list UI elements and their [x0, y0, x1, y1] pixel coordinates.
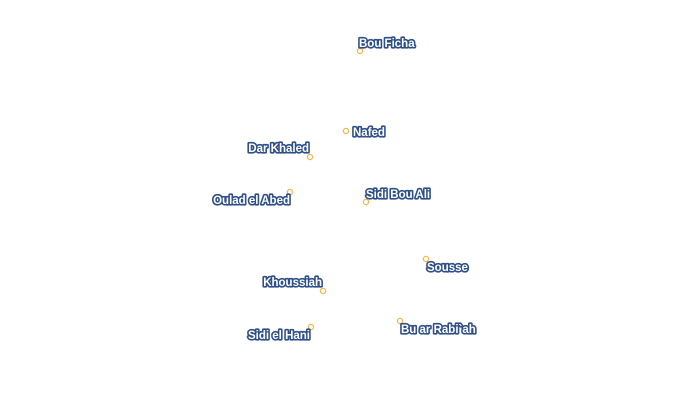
place-dot — [396, 317, 404, 325]
place-marker-sousse[interactable]: Sousse — [422, 255, 470, 276]
place-label-bu-ar-rabiah: Bu ar Rabi`ah — [401, 324, 476, 336]
place-marker-bou-ficha[interactable]: Bou Ficha — [356, 36, 417, 55]
place-marker-dar-khaled[interactable]: Dar Khaled — [247, 141, 314, 161]
place-marker-sidi-bou-ali[interactable]: Sidi Bou Ali — [362, 187, 432, 206]
place-dot — [319, 287, 327, 295]
place-dot — [362, 198, 370, 206]
place-marker-khoussiah[interactable]: Khoussiah — [262, 275, 327, 295]
place-dot — [306, 153, 314, 161]
place-label-oulad-el-abed: Oulad el Abed — [213, 195, 290, 207]
place-dot — [342, 127, 350, 135]
place-label-sidi-el-hani: Sidi el Hani — [248, 330, 310, 342]
place-dot — [356, 47, 364, 55]
place-label-bou-ficha: Bou Ficha — [359, 38, 415, 50]
place-label-sidi-bou-ali: Sidi Bou Ali — [366, 189, 430, 201]
place-dot — [286, 188, 294, 196]
place-marker-nafed[interactable]: Nafed — [342, 125, 387, 141]
place-dot — [307, 323, 315, 331]
place-label-khoussiah: Khoussiah — [263, 277, 322, 289]
place-label-sousse: Sousse — [427, 262, 468, 274]
place-marker-sidi-el-hani[interactable]: Sidi el Hani — [246, 323, 315, 344]
place-marker-bu-ar-rabiah[interactable]: Bu ar Rabi`ah — [396, 317, 477, 338]
place-dot — [422, 255, 430, 263]
place-label-dar-khaled: Dar Khaled — [248, 143, 309, 155]
place-label-nafed: Nafed — [353, 127, 385, 139]
place-marker-oulad-el-abed[interactable]: Oulad el Abed — [212, 188, 294, 209]
